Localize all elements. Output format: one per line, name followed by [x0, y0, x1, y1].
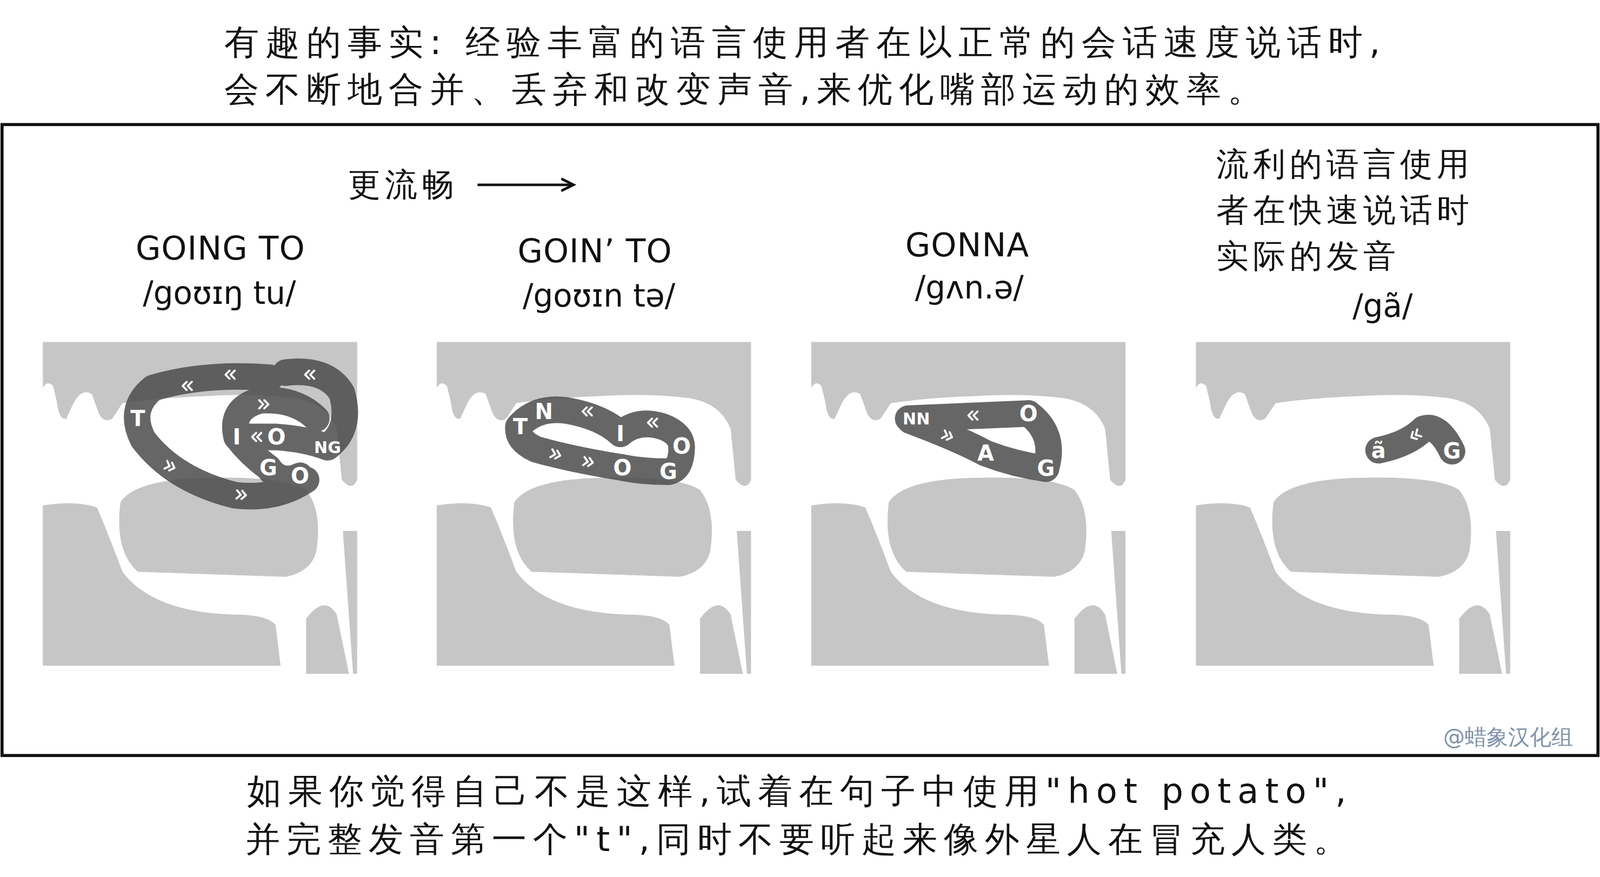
sound-letter: O [290, 463, 310, 489]
arrow-smoother [477, 178, 573, 191]
sound-letter: NG [314, 437, 342, 457]
ipa-transcription: /gʌn.ə/ [915, 269, 1024, 306]
direction-chevrons [164, 370, 1422, 499]
sound-letter: O [613, 455, 632, 480]
panel-border [2, 124, 1598, 756]
sound-letter: G [1037, 455, 1056, 481]
direction-note: 更流畅 [348, 162, 459, 207]
sound-letter: G [659, 458, 678, 484]
ipa-transcription: /goʊɪŋ tu/ [142, 274, 296, 312]
sound-letter: NN [902, 408, 930, 428]
sound-letter: T [512, 414, 528, 439]
sound-letter: N [534, 398, 553, 424]
sound-letter: I [232, 424, 242, 450]
watermark: @蜡象汉化组 [1443, 721, 1573, 752]
sound-letter: O [267, 424, 286, 450]
phrase-heading: GONNA [905, 225, 1030, 264]
sound-letter: G [1443, 438, 1462, 464]
sound-letter: ã [1371, 437, 1386, 463]
mouth-profile [811, 342, 1126, 675]
sound-letter: G [259, 455, 278, 480]
tongue-track [137, 371, 1453, 497]
comic-title: 有趣的事实: 经验丰富的语言使用者在以正常的会话速度说话时, 会不断地合并、丢弃… [224, 18, 1414, 113]
phrase-heading: GOING TO [135, 229, 306, 268]
ipa-transcription: /gã/ [1352, 287, 1413, 325]
sound-letter: I [616, 421, 625, 446]
mouth-profile [42, 342, 357, 675]
sound-letter: A [977, 440, 995, 466]
comic-caption: 如果你觉得自己不是这样,试着在句子中使用"hot potato", 并完整发音第… [232, 767, 1368, 864]
sound-letter: O [1019, 401, 1038, 426]
panel-note: 流利的语言使用 者在快速说话时 实际的发音 [1216, 141, 1519, 279]
mouth-profile [436, 342, 751, 675]
mouth-profile [1195, 342, 1510, 675]
sound-letter: T [130, 405, 145, 431]
phrase-heading: GOIN’ TO [517, 231, 672, 270]
sound-letter: O [672, 433, 691, 459]
ipa-transcription: /goʊɪn tə/ [522, 277, 676, 315]
